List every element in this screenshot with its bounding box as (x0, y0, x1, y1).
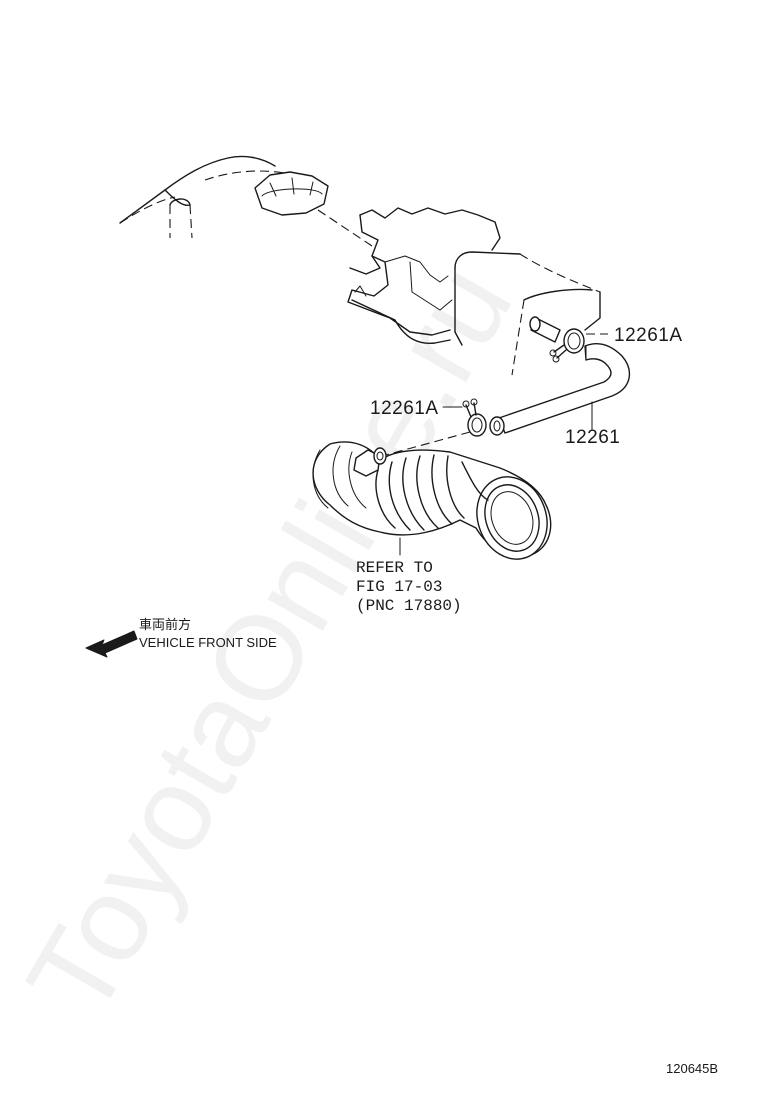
cylinder-head-cover (347, 207, 601, 376)
label-12261: 12261 (565, 427, 620, 448)
hose-clamp-lower (462, 398, 487, 437)
leader-cap (317, 209, 373, 247)
hose-clamp-upper (549, 328, 585, 363)
leader-intake (381, 431, 471, 457)
ventilation-hose (489, 342, 631, 436)
filler-cap (254, 171, 329, 216)
reference-line-3: (PNC 17880) (356, 597, 462, 615)
engine-outline (119, 155, 311, 239)
legend-english: VEHICLE FRONT SIDE (139, 635, 277, 650)
reference-line-2: FIG 17-03 (356, 578, 442, 596)
intake-pcv-port (353, 447, 387, 477)
reference-line-1: REFER TO (356, 559, 433, 577)
legend: 車両前方 VEHICLE FRONT SIDE (85, 617, 277, 658)
legend-japanese: 車両前方 (139, 617, 191, 632)
label-12261a-lower: 12261A (370, 398, 439, 419)
figure-code: 120645B (666, 1061, 718, 1076)
label-12261a-upper: 12261A (614, 325, 683, 346)
pcv-outlet (529, 316, 561, 343)
arrow-left-icon (85, 630, 138, 658)
